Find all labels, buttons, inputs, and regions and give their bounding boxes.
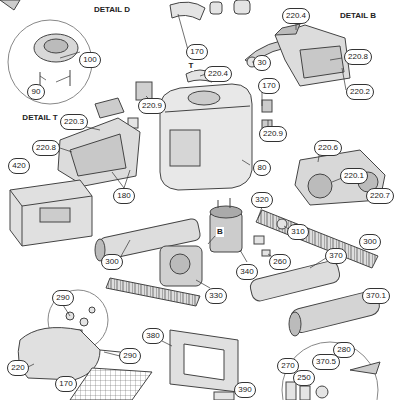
callout-number: 100: [79, 52, 100, 68]
callout-number: 250: [293, 370, 314, 386]
detail-label: DETAIL D: [93, 5, 131, 15]
callout-number: 220.6: [314, 140, 342, 156]
callout-number: 310: [287, 224, 308, 240]
callout-number: 220.8: [32, 140, 60, 156]
callout-number: 290: [52, 290, 73, 306]
callout-number: 80: [253, 160, 271, 176]
detail-label: B: [216, 227, 224, 237]
callout-number: 170: [186, 44, 207, 60]
callout-number: 170: [55, 376, 76, 392]
callout-number: 330: [205, 288, 226, 304]
callout-number: 300: [101, 254, 122, 270]
callout-number: 290: [119, 348, 140, 364]
callout-number: 220.9: [138, 98, 166, 114]
callout-number: 220.4: [204, 66, 232, 82]
callout-number: 220.7: [366, 188, 394, 204]
callout-number: 220.2: [346, 84, 374, 100]
callout-number: 180: [113, 188, 134, 204]
detail-label: T: [188, 61, 195, 71]
callout-number: 220.8: [344, 49, 372, 65]
callout-number: 220.1: [340, 168, 368, 184]
detail-label: DETAIL T: [21, 113, 58, 123]
callout-number: 420: [8, 158, 29, 174]
callout-number: 370.1: [362, 288, 390, 304]
callout-number: 220.3: [60, 114, 88, 130]
callout-number: 220.4: [282, 8, 310, 24]
callout-number: 90: [27, 84, 45, 100]
callout-number: 390: [234, 382, 255, 398]
callout-number: 340: [236, 264, 257, 280]
callout-number: 220: [7, 360, 28, 376]
callout-number: 30: [253, 55, 271, 71]
callout-number: 170: [258, 78, 279, 94]
callout-number: 300: [359, 234, 380, 250]
callout-number: 320: [251, 192, 272, 208]
callout-number: 260: [269, 254, 290, 270]
callout-number: 380: [142, 328, 163, 344]
callout-number: 370: [325, 248, 346, 264]
detail-label: DETAIL B: [339, 11, 377, 21]
callout-number: 370.5: [312, 354, 340, 370]
callout-number: 220.9: [259, 126, 287, 142]
